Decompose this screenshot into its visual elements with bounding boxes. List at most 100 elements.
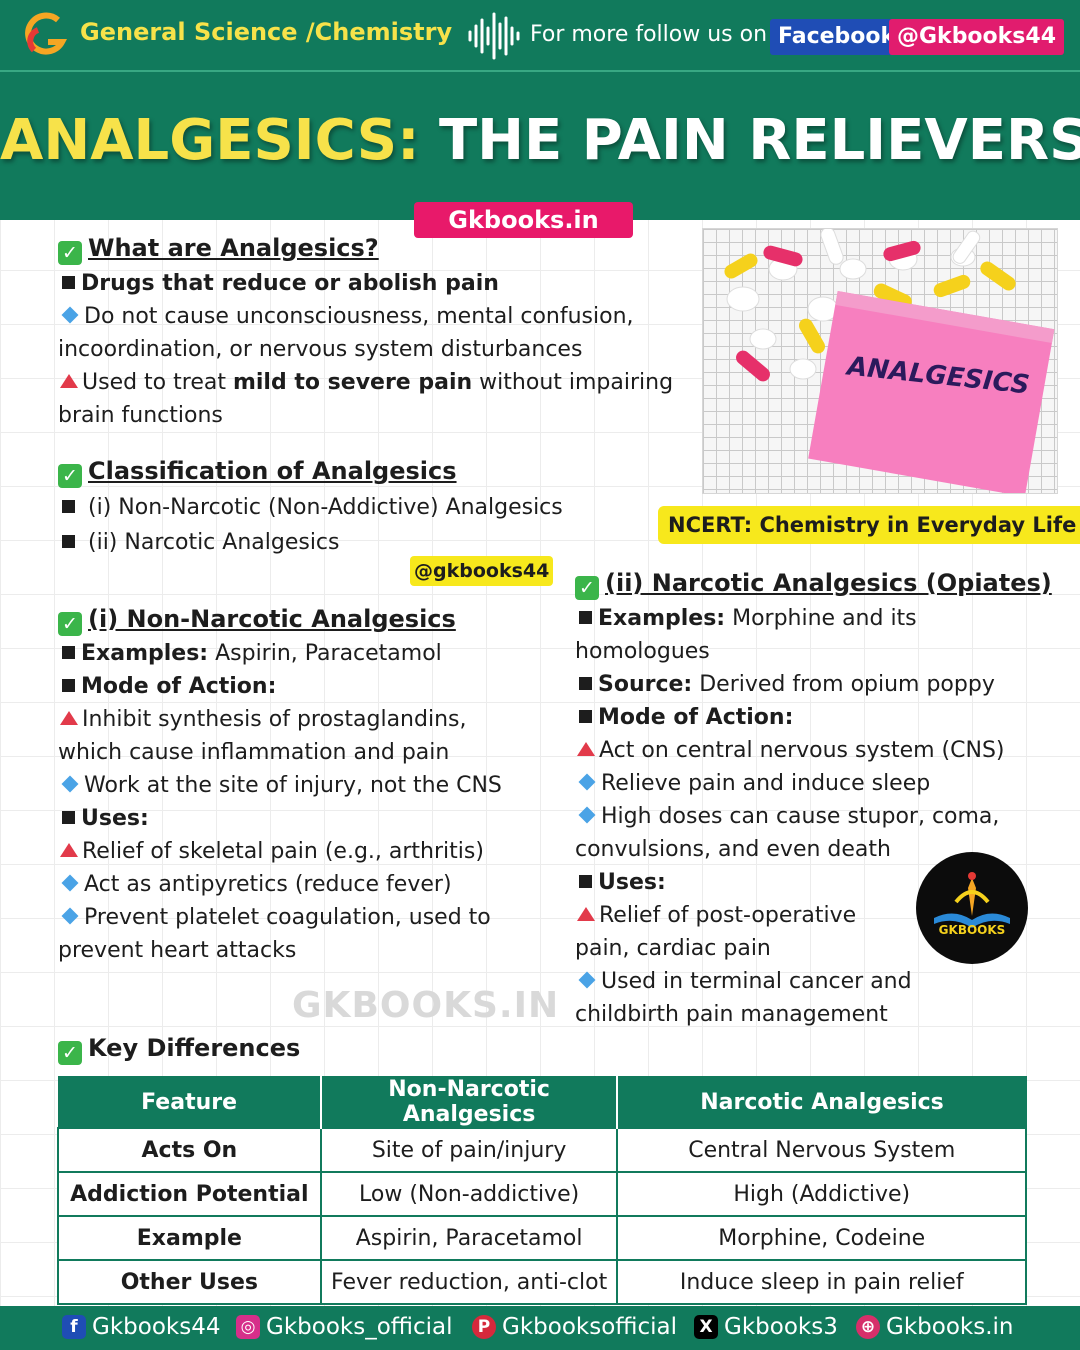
square-bullet-icon: [579, 875, 592, 888]
triangle-bullet-icon: [60, 711, 78, 725]
pinterest-icon: P: [472, 1315, 496, 1339]
triangle-bullet-icon: [577, 742, 595, 756]
what-definition: Drugs that reduce or abolish pain: [58, 267, 499, 300]
diamond-bullet-icon: [61, 874, 79, 892]
narcotic-heading: ✓(ii) Narcotic Analgesics (Opiates): [575, 569, 1052, 600]
what-point1-cont: incoordination, or nervous system distur…: [58, 337, 583, 362]
handle-tag: @gkbooks44: [410, 556, 554, 586]
narcotic-source: Source: Derived from opium poppy: [575, 668, 995, 701]
facebook-badge[interactable]: Facebook: [770, 19, 904, 55]
narcotic-examples: Examples: Morphine and its: [575, 602, 917, 635]
check-icon: ✓: [58, 241, 82, 265]
check-icon: ✓: [575, 576, 599, 600]
table-cell: Aspirin, Paracetamol: [319, 1215, 619, 1261]
table-cell: Addiction Potential: [57, 1171, 322, 1217]
narcotic-use2-cont: childbirth pain management: [575, 1002, 888, 1027]
square-bullet-icon: [62, 500, 75, 513]
topic-label: General Science /Chemistry: [80, 18, 453, 46]
diamond-bullet-icon: [578, 806, 596, 824]
table-header-cell: Narcotic Analgesics: [616, 1076, 1027, 1129]
classification-heading: ✓Classification of Analgesics: [58, 457, 457, 488]
check-icon: ✓: [58, 612, 82, 636]
non-narcotic-uses-label: Uses:: [58, 802, 149, 835]
table-cell: Site of pain/injury: [319, 1127, 619, 1173]
non-narcotic-use1: Relief of skeletal pain (e.g., arthritis…: [58, 835, 484, 868]
facebook-icon: f: [62, 1315, 86, 1339]
non-narcotic-mode1-cont: which cause inflammation and pain: [58, 740, 450, 765]
narcotic-examples-cont: homologues: [575, 639, 710, 664]
what-heading: ✓What are Analgesics?: [58, 234, 379, 265]
instagram-icon: ◎: [236, 1315, 260, 1339]
footer-instagram-link[interactable]: ◎Gkbooks_official: [236, 1314, 453, 1340]
non-narcotic-examples: Examples: Aspirin, Paracetamol: [58, 637, 442, 670]
narcotic-use1: Relief of post-operative: [575, 899, 856, 932]
table-cell: Low (Non-addictive): [319, 1171, 619, 1217]
footer-bar: [0, 1306, 1080, 1350]
square-bullet-icon: [62, 535, 75, 548]
square-bullet-icon: [62, 276, 75, 289]
narcotic-mode1: Act on central nervous system (CNS): [575, 734, 1005, 767]
key-differences-heading: ✓Key Differences: [58, 1034, 300, 1065]
triangle-bullet-icon: [60, 374, 78, 388]
what-point1: Do not cause unconsciousness, mental con…: [58, 300, 634, 333]
table-cell: Fever reduction, anti-clot: [319, 1259, 619, 1305]
narcotic-use1-cont: pain, cardiac pain: [575, 936, 771, 961]
square-bullet-icon: [579, 611, 592, 624]
ncert-badge: NCERT: Chemistry in Everyday Life: [658, 506, 1080, 544]
title-highlight: ANALGESICS:: [0, 108, 420, 173]
book-logo-icon: GKBOOKS: [934, 872, 1010, 937]
non-narcotic-mode-label: Mode of Action:: [58, 670, 276, 703]
diamond-bullet-icon: [61, 306, 79, 324]
table-cell: Example: [57, 1215, 322, 1261]
narcotic-uses-label: Uses:: [575, 866, 666, 899]
table-row: Acts On Site of pain/injury Central Nerv…: [57, 1127, 1027, 1173]
classification-item-2: (ii) Narcotic Analgesics: [58, 526, 340, 559]
page-title: ANALGESICS: THE PAIN RELIEVERS: [0, 108, 1080, 173]
check-icon: ✓: [58, 1041, 82, 1065]
non-narcotic-use3-cont: prevent heart attacks: [58, 938, 297, 963]
site-badge[interactable]: Gkbooks.in: [414, 202, 633, 238]
table-cell: Acts On: [57, 1127, 322, 1173]
non-narcotic-mode1: Inhibit synthesis of prostaglandins,: [58, 703, 466, 736]
title-rest: THE PAIN RELIEVERS: [438, 108, 1080, 173]
title-band: [0, 72, 1080, 220]
pills-illustration: ANALGESICS: [724, 229, 1055, 493]
non-narcotic-heading: ✓(i) Non-Narcotic Analgesics: [58, 605, 456, 636]
diamond-bullet-icon: [61, 907, 79, 925]
badge-text: GKBOOKS: [939, 923, 1006, 937]
table-row: Example Aspirin, Paracetamol Morphine, C…: [57, 1215, 1027, 1261]
triangle-bullet-icon: [577, 907, 595, 921]
diamond-bullet-icon: [578, 971, 596, 989]
differences-table: Feature Non-Narcotic Analgesics Narcotic…: [57, 1076, 1027, 1305]
narcotic-mode3: High doses can cause stupor, coma,: [575, 800, 999, 833]
non-narcotic-mode2: Work at the site of injury, not the CNS: [58, 769, 502, 802]
square-bullet-icon: [62, 811, 75, 824]
non-narcotic-use3: Prevent platelet coagulation, used to: [58, 901, 491, 934]
table-header-cell: Feature: [57, 1076, 322, 1129]
square-bullet-icon: [62, 679, 75, 692]
what-point2-cont: brain functions: [58, 403, 223, 428]
narcotic-use2: Used in terminal cancer and: [575, 965, 912, 998]
square-bullet-icon: [579, 677, 592, 690]
what-point2: Used to treat mild to severe pain withou…: [58, 366, 673, 399]
table-cell: High (Addictive): [616, 1171, 1027, 1217]
analgesics-photo: ANALGESICS: [702, 228, 1058, 494]
narcotic-mode2: Relieve pain and induce sleep: [575, 767, 930, 800]
globe-icon: ⊕: [856, 1315, 880, 1339]
narcotic-mode3-cont: convulsions, and even death: [575, 837, 891, 862]
square-bullet-icon: [62, 646, 75, 659]
x-icon: X: [694, 1315, 718, 1339]
narcotic-mode-label: Mode of Action:: [575, 701, 793, 734]
table-cell: Induce sleep in pain relief: [616, 1259, 1027, 1305]
diamond-bullet-icon: [61, 775, 79, 793]
check-icon: ✓: [58, 464, 82, 488]
table-row: Other Uses Fever reduction, anti-clot In…: [57, 1259, 1027, 1305]
footer-website-link[interactable]: ⊕Gkbooks.in: [856, 1314, 1013, 1340]
square-bullet-icon: [579, 710, 592, 723]
gkbooks-logo-icon: [25, 12, 68, 55]
soundwave-icon: [468, 12, 520, 60]
handle-badge[interactable]: @Gkbooks44: [889, 19, 1065, 55]
